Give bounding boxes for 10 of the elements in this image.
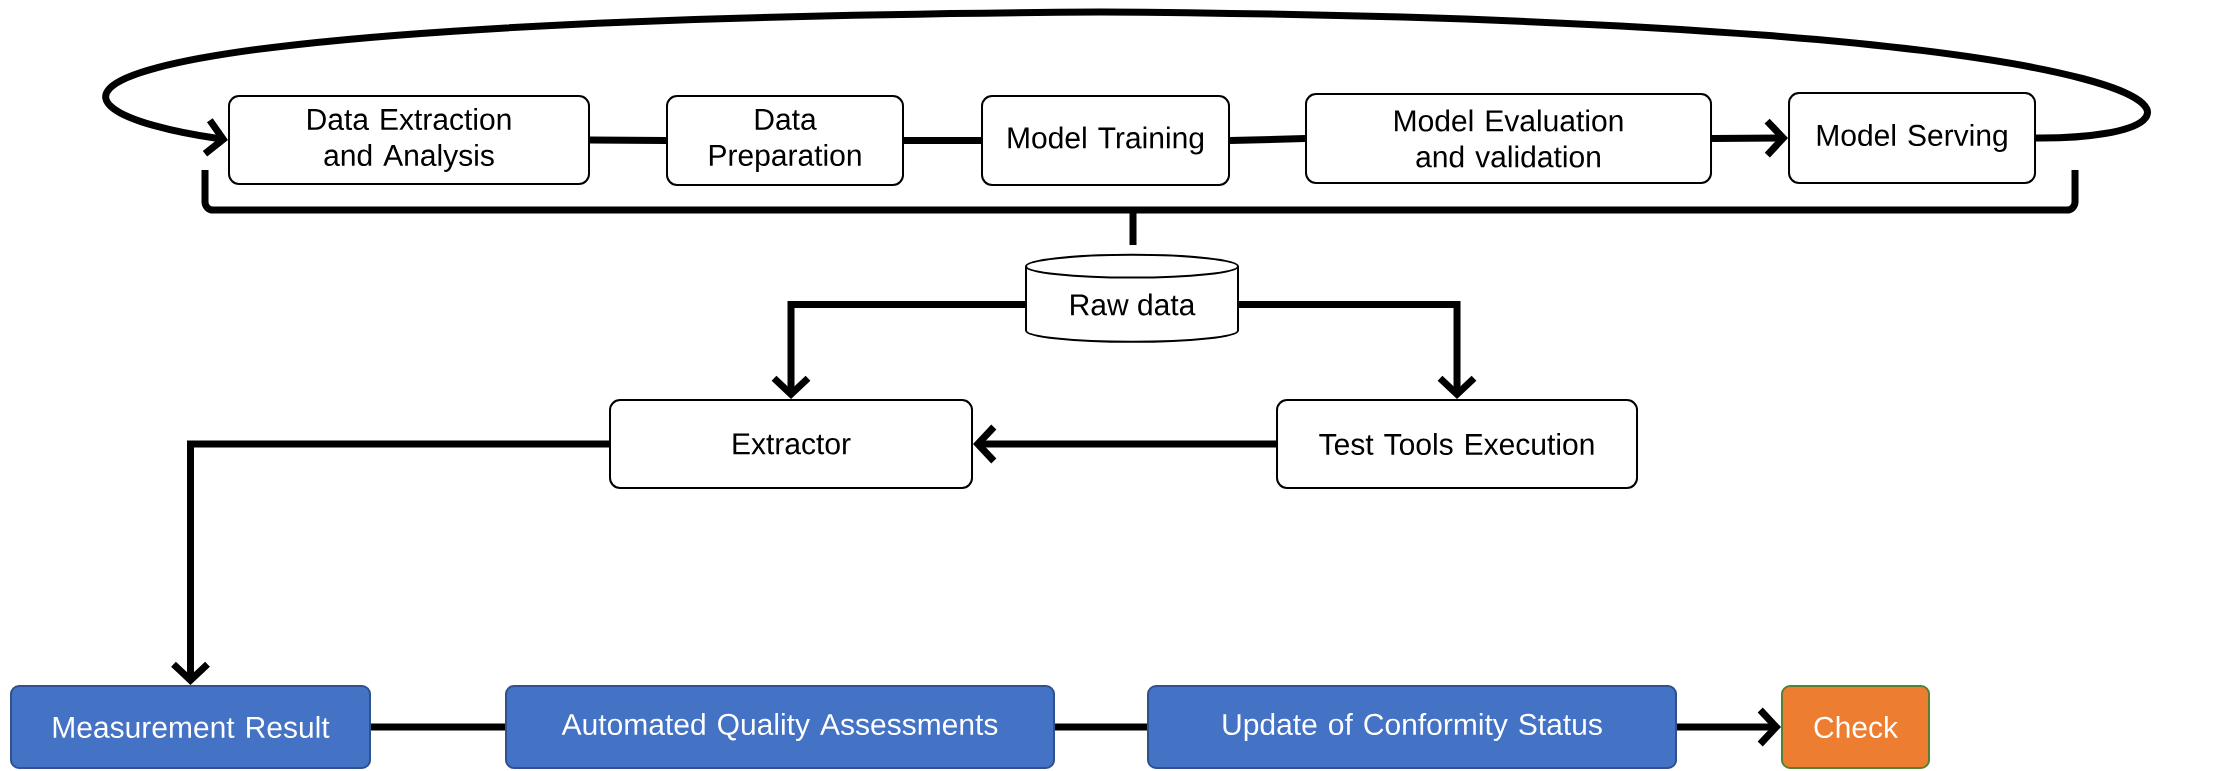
connector-arrow [171,440,609,685]
result-box: Check [1781,685,1930,769]
connector-arrow [973,424,1276,464]
database-cylinder: Raw data [1025,253,1239,343]
process-box: Automated Quality Assessments [505,685,1055,769]
connector-arrow [771,301,1025,399]
process-box: Measurement Result [10,685,371,769]
process-box: Test Tools Execution [1276,399,1638,489]
process-box: Update of Conformity Status [1147,685,1677,769]
process-box: Extractor [609,399,973,489]
